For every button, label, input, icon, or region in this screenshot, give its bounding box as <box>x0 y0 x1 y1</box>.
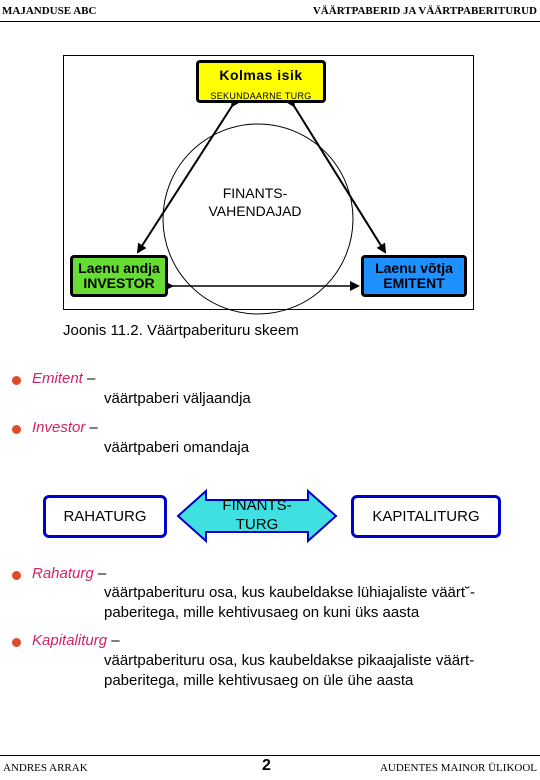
third-party-subtitle: SEKUNDAARNE TURG <box>210 91 312 101</box>
term-dash: – <box>93 565 107 582</box>
third-party-title: Kolmas isik <box>219 67 303 83</box>
term-dash: – <box>82 370 96 387</box>
investor-line-2: INVESTOR <box>83 275 155 291</box>
term-kapitaliturg: Kapitaliturg – <box>32 632 120 649</box>
emitent-box: Laenu võtja EMITENT <box>361 255 467 297</box>
def-kapitaliturg-line-2: paberitega, mille kehtivusaeg on üle ühe… <box>104 672 414 689</box>
term-investor: Investor – <box>32 419 98 436</box>
page-number: 2 <box>262 757 271 774</box>
arrow-top-right <box>285 96 387 254</box>
footer-author: ANDRES ARRAK <box>3 762 88 774</box>
center-line-2: VAHENDAJAD <box>208 203 302 219</box>
term-rahaturg: Rahaturg – <box>32 565 106 582</box>
emitent-line-2: EMITENT <box>383 275 445 291</box>
def-emitent: väärtpaberi väljaandja <box>104 390 251 407</box>
header-right: VÄÄRTPABERID JA VÄÄRTPABERITURUD <box>312 5 537 17</box>
bullet-icon <box>12 571 21 580</box>
financial-intermediaries-label: FINANTS- VAHENDAJAD <box>190 184 320 220</box>
financial-market-label: FINANTS- TURG <box>199 496 315 534</box>
term-investor-name: Investor <box>32 419 86 436</box>
investor-box: Laenu andja INVESTOR <box>70 255 168 297</box>
arrow-top-left <box>136 96 241 254</box>
def-kapitaliturg-line-1: väärtpaberituru osa, kus kaubeldakse pik… <box>104 652 475 669</box>
investor-line-1: Laenu andja <box>78 260 160 276</box>
emitent-line-1: Laenu võtja <box>375 260 453 276</box>
header-left: MAJANDUSE ABC <box>2 5 97 17</box>
footer-rule <box>0 755 540 756</box>
market-center-line-1: FINANTS- <box>222 497 292 514</box>
double-arrow-shape <box>176 488 338 544</box>
def-rahaturg: väärtpaberituru osa, kus kaubeldakse lüh… <box>104 583 475 623</box>
bullet-icon <box>12 638 21 647</box>
term-kapitaliturg-name: Kapitaliturg <box>32 632 108 649</box>
term-rahaturg-name: Rahaturg <box>32 565 94 582</box>
money-market-box: RAHATURG <box>43 495 167 538</box>
def-kapitaliturg: väärtpaberituru osa, kus kaubeldakse pik… <box>104 651 474 691</box>
figure-caption: Joonis 11.2. Väärtpaberituru skeem <box>63 322 299 339</box>
bullet-icon <box>12 425 21 434</box>
def-investor: väärtpaberi omandaja <box>104 439 250 456</box>
term-dash: – <box>85 419 98 436</box>
center-line-1: FINANTS- <box>222 185 288 201</box>
bullet-icon <box>12 376 21 385</box>
def-rahaturg-line-2: paberitega, mille kehtivusaeg on kuni ük… <box>104 604 420 621</box>
market-center-line-2: TURG <box>235 516 279 533</box>
def-rahaturg-line-1: väärtpaberituru osa, kus kaubeldakse lüh… <box>104 584 476 601</box>
term-emitent-name: Emitent <box>32 370 83 387</box>
term-dash: – <box>107 632 120 649</box>
capital-market-box: KAPITALITURG <box>351 495 501 538</box>
term-emitent: Emitent – <box>32 370 95 387</box>
diagram-frame <box>63 55 474 310</box>
third-party-box: Kolmas isik SEKUNDAARNE TURG <box>196 60 326 103</box>
footer-institution: AUDENTES MAINOR ÜLIKOOL <box>379 762 537 774</box>
header-rule <box>0 21 540 22</box>
